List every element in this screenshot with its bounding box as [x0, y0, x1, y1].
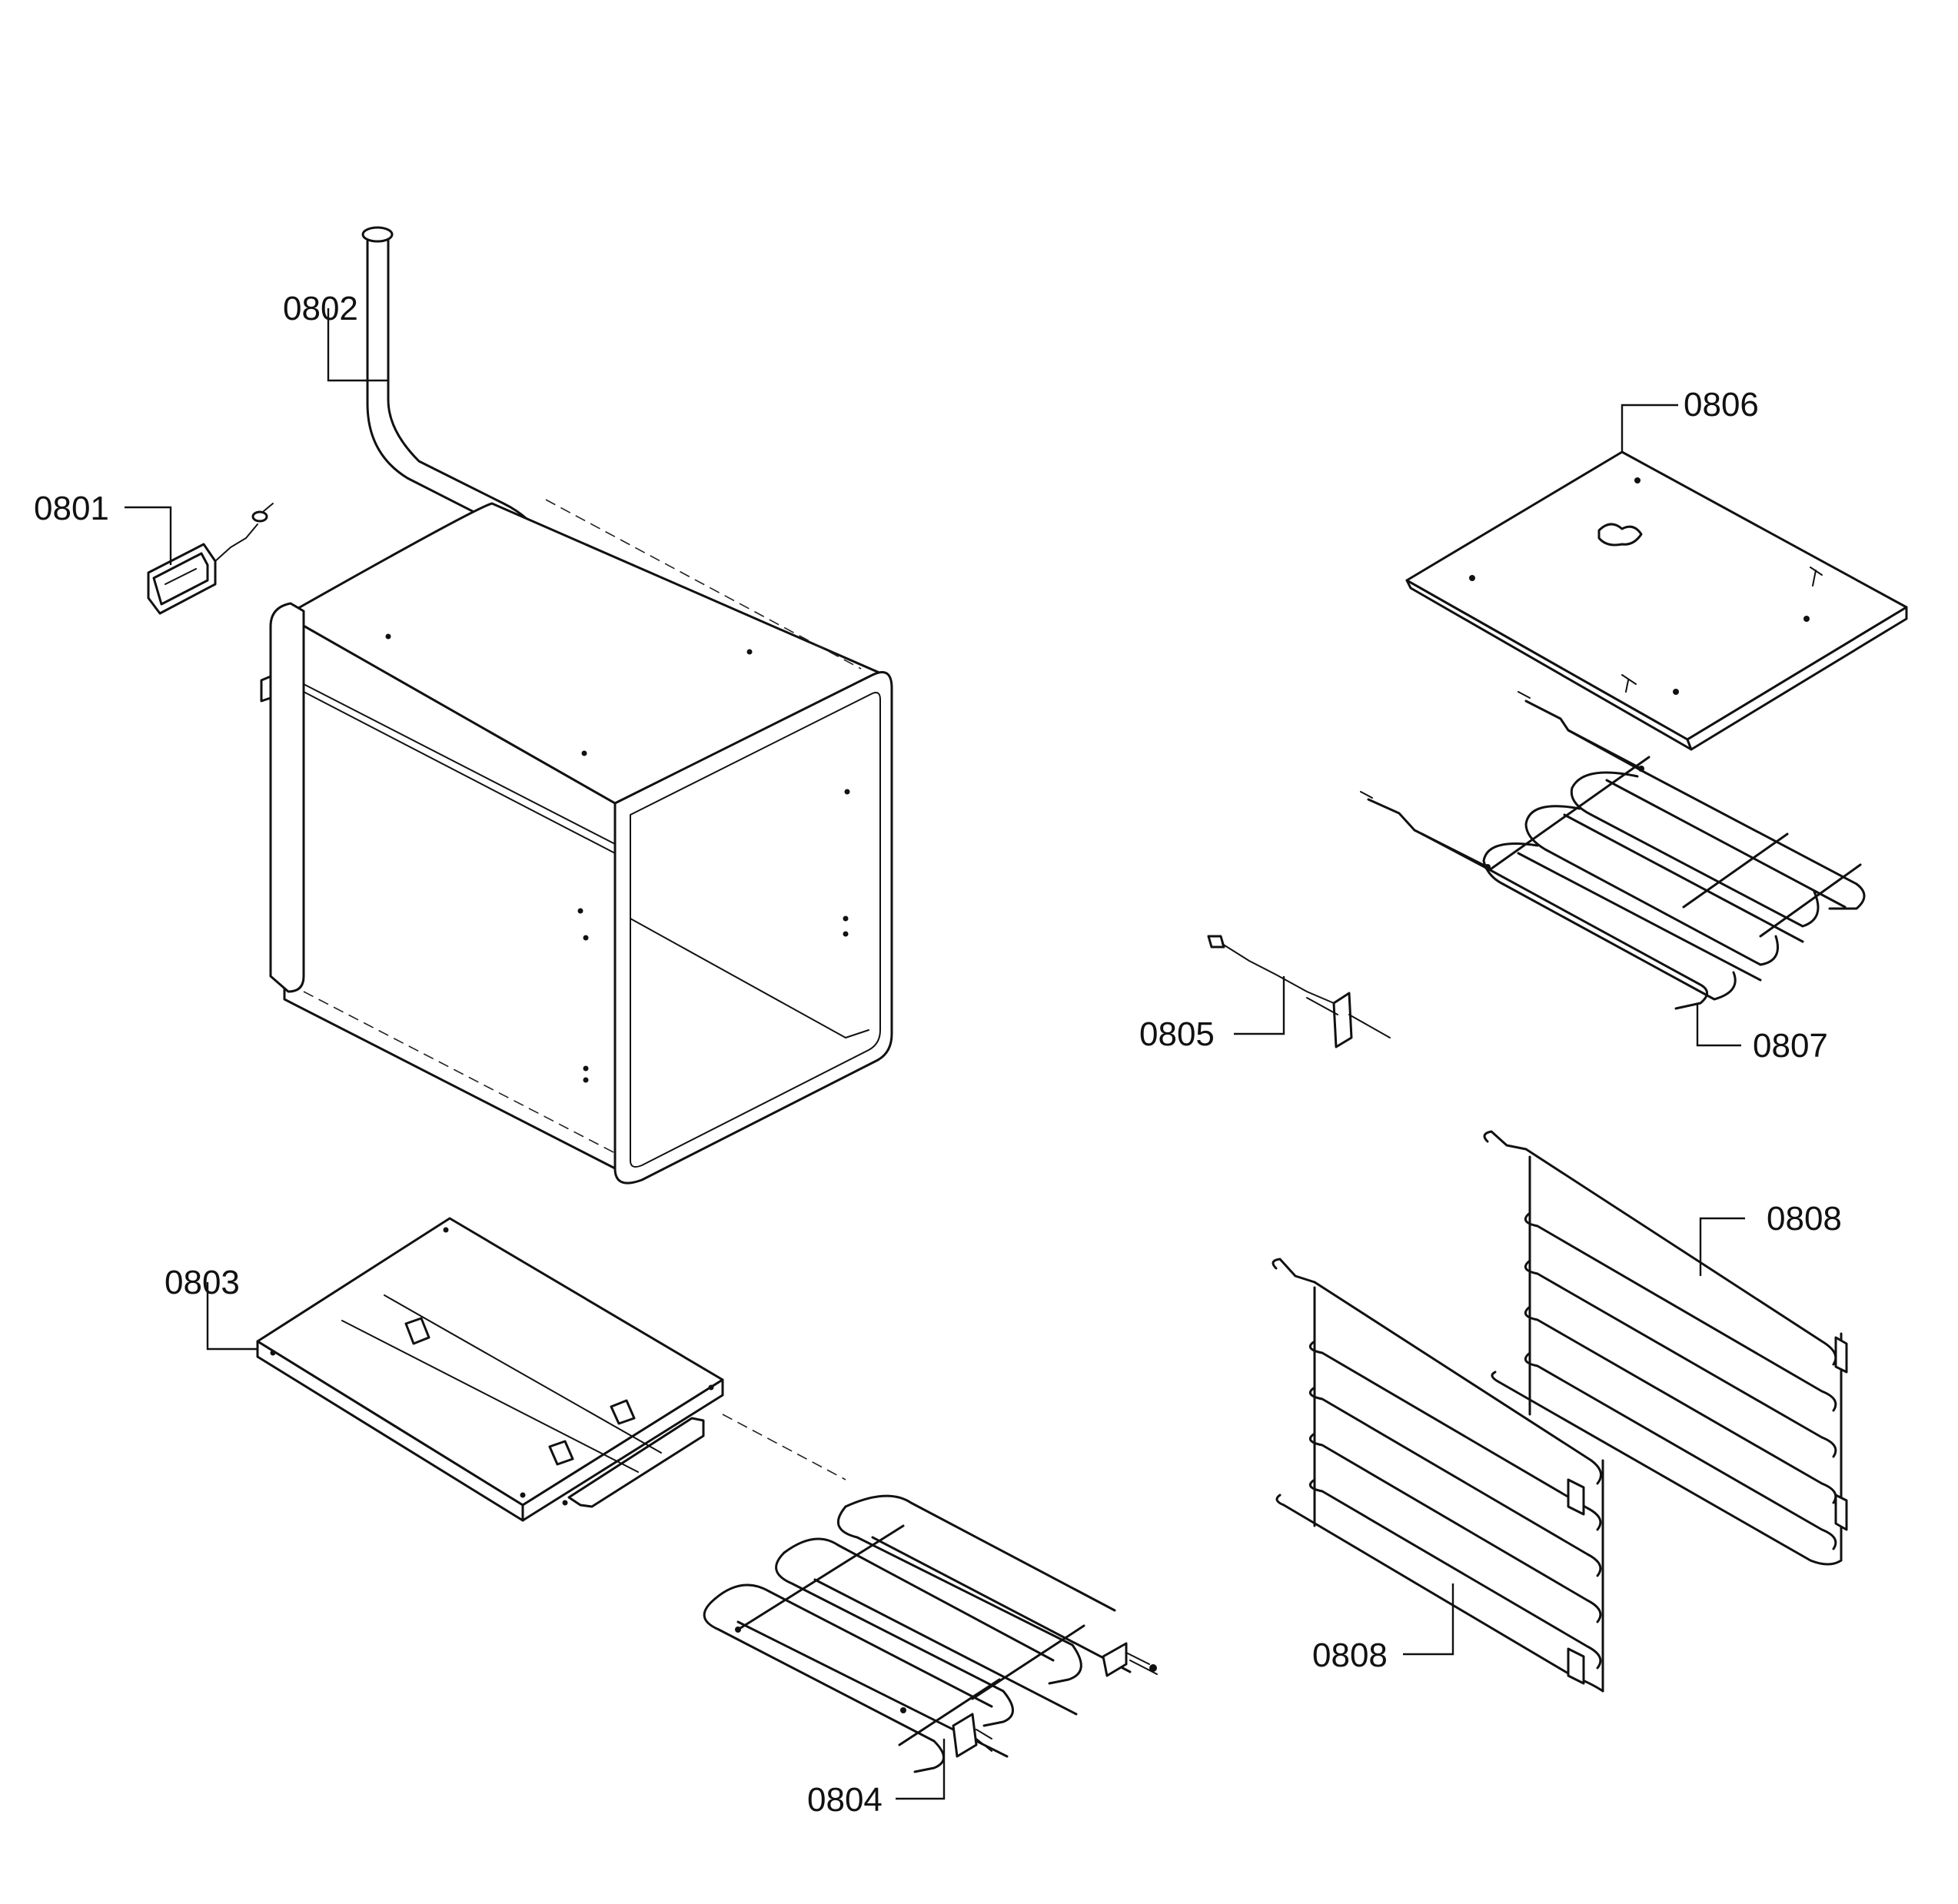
oven-cavity — [260, 499, 893, 1185]
label-0801: 0801 — [34, 490, 109, 527]
label-0804: 0804 — [807, 1781, 883, 1819]
part-0808-side-rack-left[interactable] — [1272, 1258, 1604, 1693]
leader-0808-right — [1699, 1217, 1745, 1276]
leader-0807 — [1696, 1003, 1741, 1047]
label-0805: 0805 — [1139, 1015, 1215, 1053]
label-0808-left: 0808 — [1312, 1637, 1388, 1674]
leader-0806 — [1621, 404, 1678, 452]
leader-0805 — [1234, 976, 1285, 1035]
part-0808-side-rack-right[interactable] — [1483, 1130, 1848, 1566]
label-0806: 0806 — [1684, 386, 1759, 424]
label-0802: 0802 — [283, 290, 358, 327]
label-0807: 0807 — [1753, 1027, 1828, 1065]
part-0804-bottom-heating-element[interactable] — [703, 1494, 1158, 1773]
part-0801-oven-lamp[interactable] — [147, 503, 274, 615]
leader-0802 — [327, 308, 388, 382]
part-0806-top-cover[interactable] — [1405, 450, 1908, 751]
projection-line — [722, 1414, 846, 1480]
leader-0804 — [896, 1739, 946, 1800]
leader-0801 — [125, 506, 172, 565]
part-0807-top-heating-element[interactable] — [1360, 691, 1866, 1010]
leader-lines — [125, 308, 1745, 1800]
leader-0808-left — [1403, 1583, 1454, 1656]
label-0803: 0803 — [165, 1264, 240, 1301]
label-0808-right: 0808 — [1767, 1200, 1842, 1238]
leader-0803 — [206, 1282, 258, 1351]
part-0803-bottom-cover[interactable] — [256, 1217, 724, 1522]
part-0805-temperature-sensor[interactable] — [1207, 935, 1391, 1048]
